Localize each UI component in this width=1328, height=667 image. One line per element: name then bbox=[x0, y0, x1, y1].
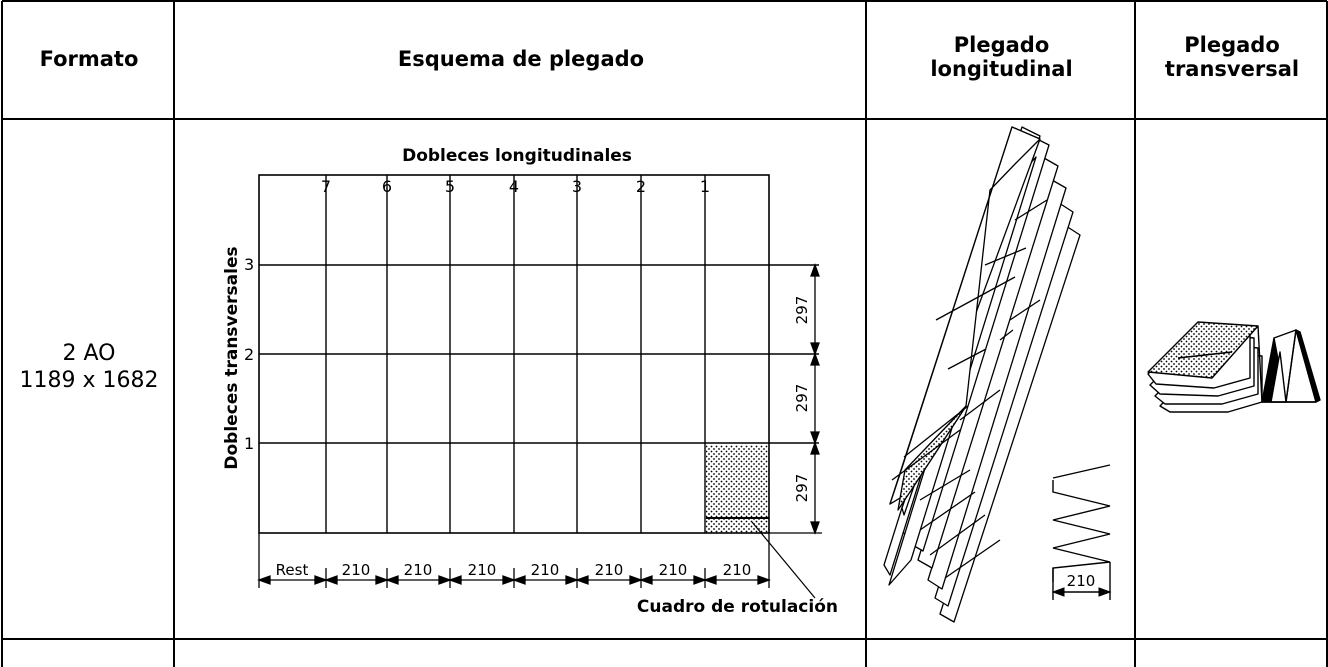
header-longitudinal-line2: longitudinal bbox=[930, 57, 1073, 81]
transverse-fold-drawing bbox=[1147, 321, 1321, 413]
dim-210: 210 bbox=[659, 561, 688, 579]
format-cell: 2 AO 1189 x 1682 bbox=[4, 340, 174, 394]
header-longitudinal-line1: Plegado bbox=[953, 33, 1050, 57]
height-dimensions bbox=[769, 263, 822, 535]
folding-scheme: Dobleces longitudinales 7 6 5 4 3 2 1 bbox=[222, 146, 838, 617]
header-format-label: Formato bbox=[39, 47, 139, 71]
dim-297: 297 bbox=[793, 296, 811, 325]
longitudinal-fold-drawing bbox=[883, 126, 1081, 623]
longitudinal-title-block bbox=[897, 405, 967, 511]
title-block-leader bbox=[751, 521, 816, 599]
header-format: Formato bbox=[4, 47, 174, 71]
dim-210: 210 bbox=[531, 561, 560, 579]
header-transverse-line1: Plegado bbox=[1184, 33, 1280, 57]
dim-210: 210 bbox=[595, 561, 624, 579]
header-transverse: Plegado transversal bbox=[1137, 33, 1327, 81]
width-dimensions bbox=[257, 533, 771, 588]
fold-number: 2 bbox=[244, 345, 254, 364]
header-scheme: Esquema de plegado bbox=[176, 47, 866, 71]
zigzag-dim: 210 bbox=[1067, 572, 1096, 590]
longitudinal-folds-title: Dobleces longitudinales bbox=[402, 146, 632, 166]
format-size: 1189 x 1682 bbox=[19, 368, 159, 393]
dim-210: 210 bbox=[342, 561, 371, 579]
transverse-fold-numbers: 3 2 1 bbox=[244, 255, 254, 453]
dim-rest: Rest bbox=[276, 561, 309, 579]
header-scheme-label: Esquema de plegado bbox=[397, 47, 645, 71]
title-block-label: Cuadro de rotulación bbox=[637, 597, 838, 617]
dim-210: 210 bbox=[404, 561, 433, 579]
header-transverse-line2: transversal bbox=[1164, 57, 1300, 81]
format-name: 2 AO bbox=[62, 341, 116, 366]
header-longitudinal: Plegado longitudinal bbox=[868, 33, 1135, 81]
transverse-folds-title: Dobleces transversales bbox=[222, 246, 242, 469]
longitudinal-fold-numbers: 7 6 5 4 3 2 1 bbox=[321, 177, 710, 196]
dim-210: 210 bbox=[723, 561, 752, 579]
sheet-grid bbox=[258, 174, 819, 534]
fold-number: 1 bbox=[244, 434, 254, 453]
fold-number: 3 bbox=[244, 255, 254, 274]
dim-210: 210 bbox=[468, 561, 497, 579]
dim-297: 297 bbox=[793, 384, 811, 413]
title-block-area bbox=[706, 445, 769, 533]
dim-297: 297 bbox=[793, 474, 811, 503]
